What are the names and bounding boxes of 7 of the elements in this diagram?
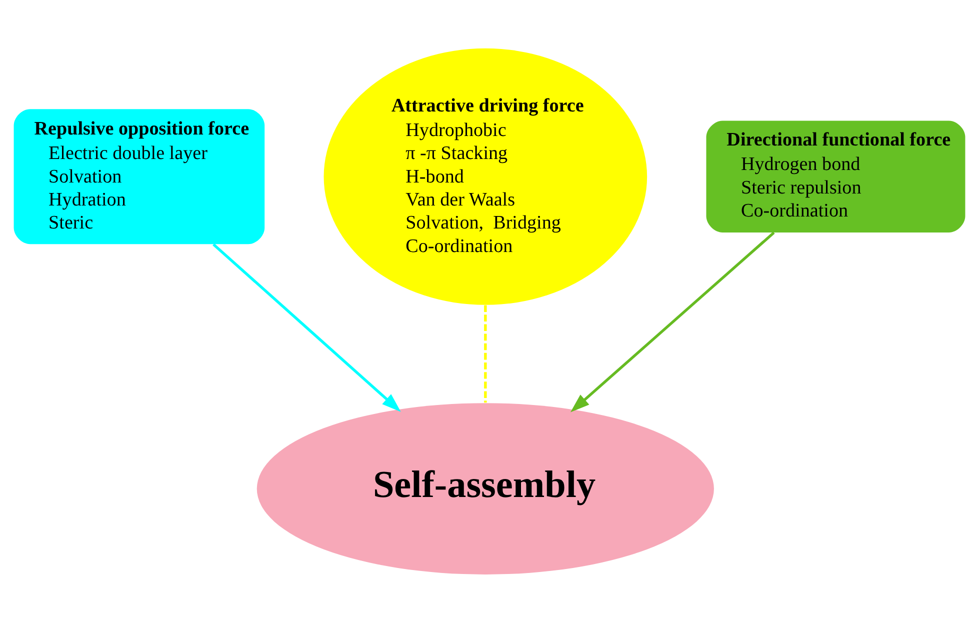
node-ellipse: Self-assembly (256, 403, 714, 574)
arrow (212, 243, 401, 412)
connector (484, 305, 487, 403)
node-box: Repulsive opposition force Electric double layer Solvation Hydration Steric (14, 109, 265, 244)
node-box: Directional functional force Hydrogen bond Steric repulsion Co-ordination (706, 120, 966, 233)
arrow (570, 232, 775, 412)
node-ellipse: Attractive driving force Hydrophobic π -π Stacking H-bond Van der Waals Solvation, Bridging Co-ordination (324, 48, 648, 305)
